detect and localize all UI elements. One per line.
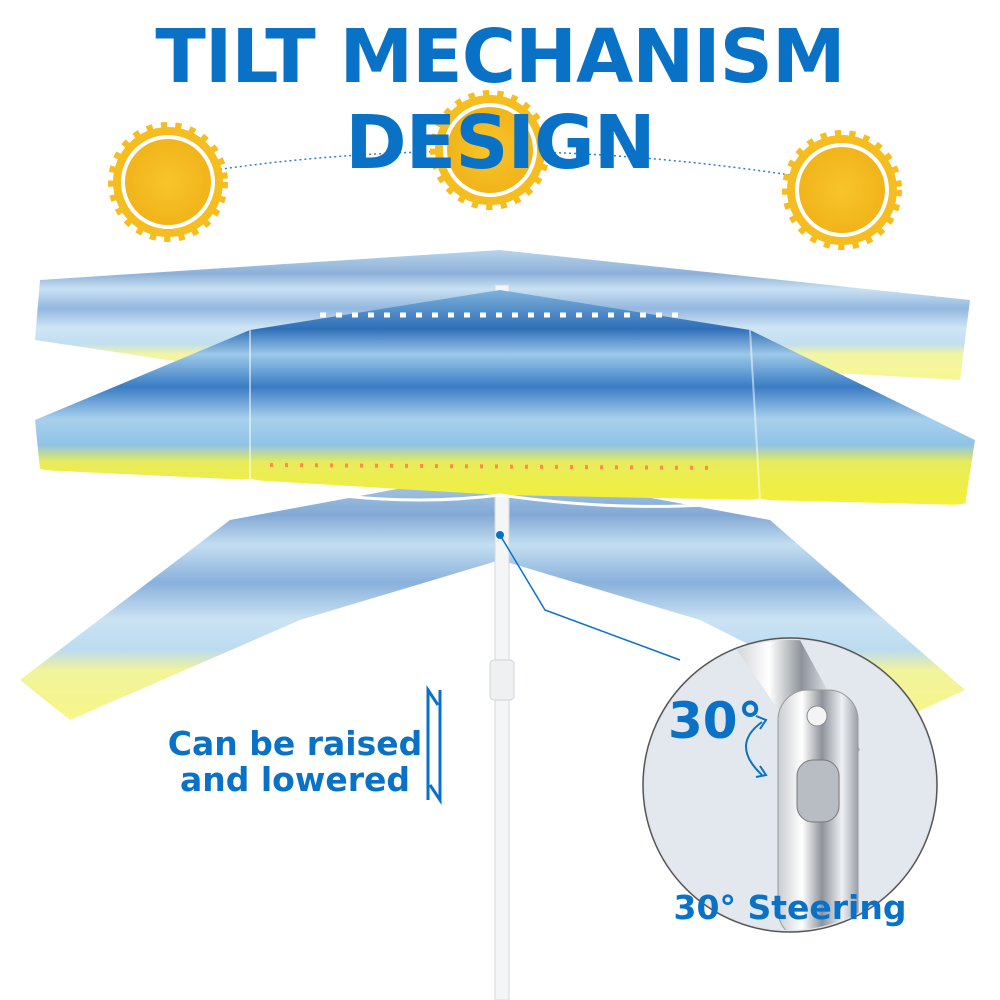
- up-down-arrows-icon: [426, 685, 442, 805]
- raise-lower-caption: Can be raised and lowered: [150, 726, 440, 798]
- rotate-arrow-icon: [745, 721, 763, 776]
- raise-caption-line1: Can be raised: [167, 724, 423, 763]
- raise-caption-line2: and lowered: [179, 760, 410, 799]
- sun-icon: [782, 130, 902, 250]
- sun-icon: [108, 122, 228, 242]
- steering-caption: 30° Steering: [673, 888, 907, 927]
- main-canopy: [35, 290, 975, 513]
- sun-icon: [430, 90, 550, 210]
- tilted-canopy-lower: [20, 470, 965, 720]
- callout-dot: [496, 531, 504, 539]
- pole-clamp: [489, 659, 515, 701]
- tilt-joint-inset: [642, 637, 938, 933]
- callout-line: [499, 534, 681, 661]
- angle-label: 30°: [668, 692, 763, 750]
- page-title: TILT MECHANISM DESIGN: [155, 14, 845, 186]
